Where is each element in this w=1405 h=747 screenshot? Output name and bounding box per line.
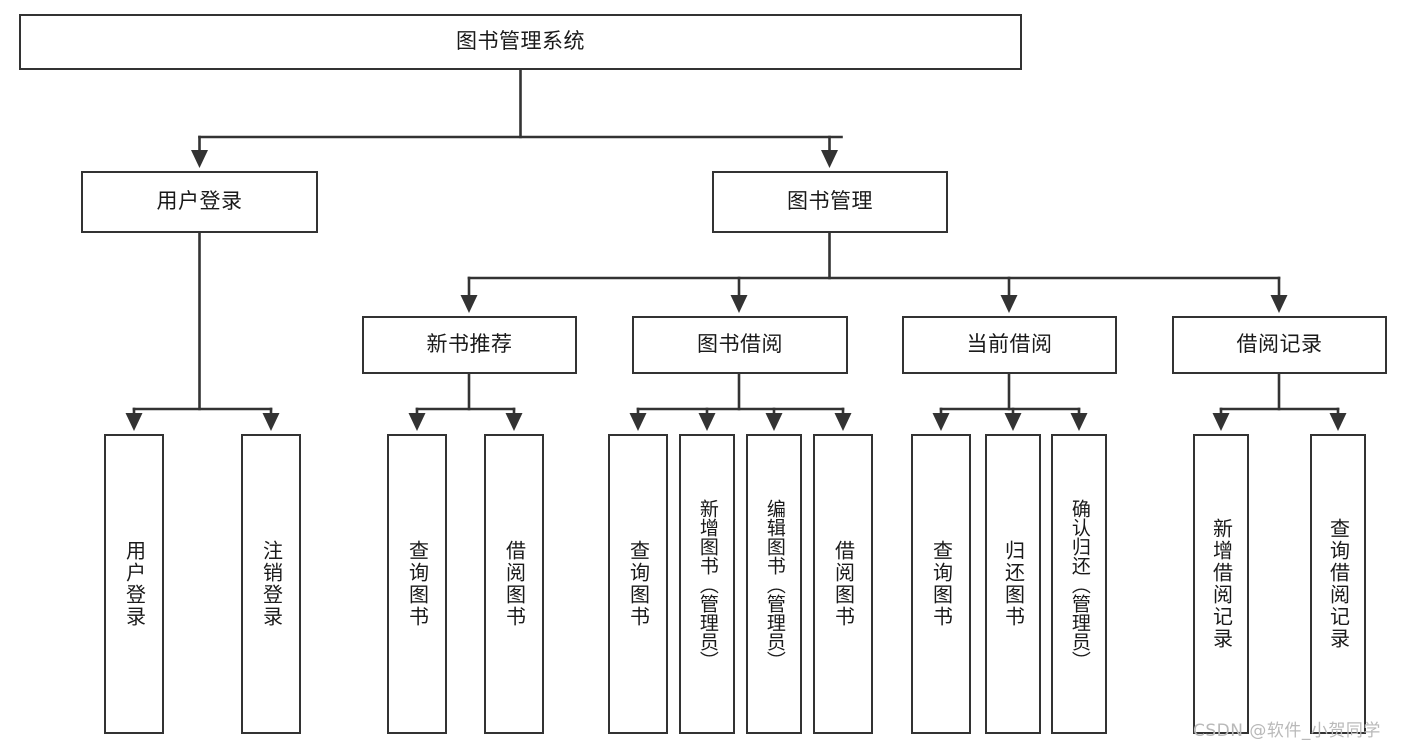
node-label: 当前借阅: [966, 332, 1053, 357]
node-new-book-rec[interactable]: 新书推荐: [362, 316, 577, 374]
node-root[interactable]: 图书管理系统: [19, 14, 1022, 70]
arrow-head-icon: [834, 413, 852, 431]
node-leaf-logout[interactable]: 注销登录: [241, 434, 301, 734]
node-label: 借阅记录: [1236, 332, 1323, 357]
node-label: 新增借阅记录: [1209, 518, 1234, 650]
arrow-head-icon: [629, 413, 647, 431]
arrow-head-icon: [262, 413, 280, 431]
node-leaf-query-book-2[interactable]: 查询图书: [608, 434, 668, 734]
node-label: 查询图书: [626, 540, 651, 628]
arrow-head-icon: [460, 295, 478, 313]
arrow-head-icon: [821, 150, 838, 168]
arrow-head-icon: [191, 150, 208, 168]
node-leaf-borrow-book-2[interactable]: 借阅图书: [813, 434, 873, 734]
node-label: 编辑图书（管理员）: [763, 498, 786, 670]
node-label: 借阅图书: [502, 540, 527, 628]
node-leaf-add-record[interactable]: 新增借阅记录: [1193, 434, 1249, 734]
arrow-head-icon: [698, 413, 716, 431]
arrow-head-icon: [765, 413, 783, 431]
node-leaf-edit-book[interactable]: 编辑图书（管理员）: [746, 434, 802, 734]
arrow-heads: [125, 150, 1347, 431]
node-label: 用户登录: [156, 189, 243, 214]
node-leaf-query-book-3[interactable]: 查询图书: [911, 434, 971, 734]
node-book-manage[interactable]: 图书管理: [712, 171, 948, 233]
node-label: 新增图书（管理员）: [696, 498, 719, 670]
node-book-borrow[interactable]: 图书借阅: [632, 316, 848, 374]
node-label: 图书管理: [787, 189, 873, 214]
arrow-head-icon: [1000, 295, 1018, 313]
node-label: 借阅图书: [831, 540, 856, 628]
node-label: 查询借阅记录: [1326, 518, 1351, 650]
arrow-head-icon: [1070, 413, 1088, 431]
node-leaf-query-book-1[interactable]: 查询图书: [387, 434, 447, 734]
node-label: 图书借阅: [697, 332, 783, 357]
node-label: 查询图书: [929, 540, 954, 628]
node-leaf-return-book[interactable]: 归还图书: [985, 434, 1041, 734]
node-current-borrow[interactable]: 当前借阅: [902, 316, 1117, 374]
arrow-head-icon: [1329, 413, 1347, 431]
arrow-head-icon: [730, 295, 748, 313]
node-borrow-record[interactable]: 借阅记录: [1172, 316, 1387, 374]
node-label: 查询图书: [405, 540, 430, 628]
node-user-login[interactable]: 用户登录: [81, 171, 318, 233]
arrow-head-icon: [1004, 413, 1022, 431]
node-label: 注销登录: [259, 540, 284, 628]
arrow-head-icon: [1270, 295, 1288, 313]
arrow-head-icon: [408, 413, 426, 431]
node-leaf-add-book[interactable]: 新增图书（管理员）: [679, 434, 735, 734]
node-leaf-user-login[interactable]: 用户登录: [104, 434, 164, 734]
node-leaf-confirm-return[interactable]: 确认归还（管理员）: [1051, 434, 1107, 734]
node-label: 归还图书: [1001, 540, 1026, 628]
node-label: 确认归还（管理员）: [1068, 498, 1091, 670]
arrow-head-icon: [125, 413, 143, 431]
arrow-head-icon: [1212, 413, 1230, 431]
node-leaf-query-record[interactable]: 查询借阅记录: [1310, 434, 1366, 734]
node-label: 新书推荐: [426, 332, 513, 357]
arrow-head-icon: [932, 413, 950, 431]
arrow-head-icon: [505, 413, 523, 431]
node-label: 用户登录: [122, 540, 147, 628]
node-leaf-borrow-book-1[interactable]: 借阅图书: [484, 434, 544, 734]
watermark-text: CSDN @软件_小贺同学: [1193, 721, 1381, 741]
node-label: 图书管理系统: [456, 29, 585, 54]
